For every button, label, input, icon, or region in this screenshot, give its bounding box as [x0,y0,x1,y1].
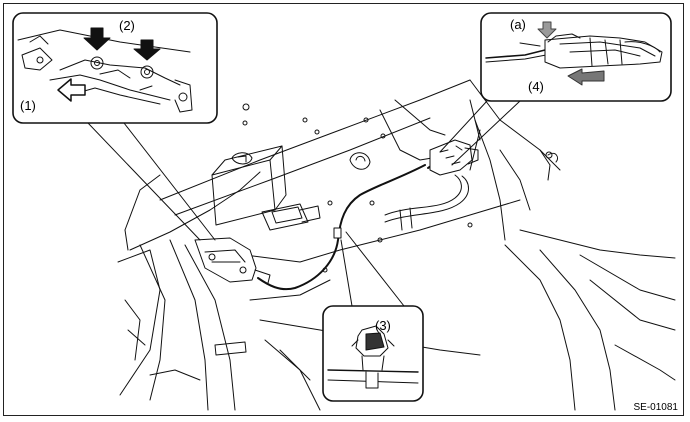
down-arrow-icon [537,21,557,39]
figure-code: SE-01081 [633,402,678,413]
direction-arrow-icon [567,68,605,86]
latch-unit [194,237,271,284]
callout-3: (3) [375,318,391,333]
inset-cable-clip [322,231,424,402]
callout-1: (1) [20,98,36,113]
callout-4: (4) [528,79,544,94]
down-arrow-icon [133,39,161,61]
callout-a: (a) [510,17,526,32]
inset-latch-nuts [12,12,218,241]
callout-2: (2) [119,18,135,33]
up-arrow-icon [57,78,86,102]
inset-handle-release [439,12,672,166]
vehicle-body-lines [117,79,676,411]
trunk-lid-release-handle [429,139,479,176]
release-cable [257,159,441,291]
down-arrow-icon [83,27,111,51]
